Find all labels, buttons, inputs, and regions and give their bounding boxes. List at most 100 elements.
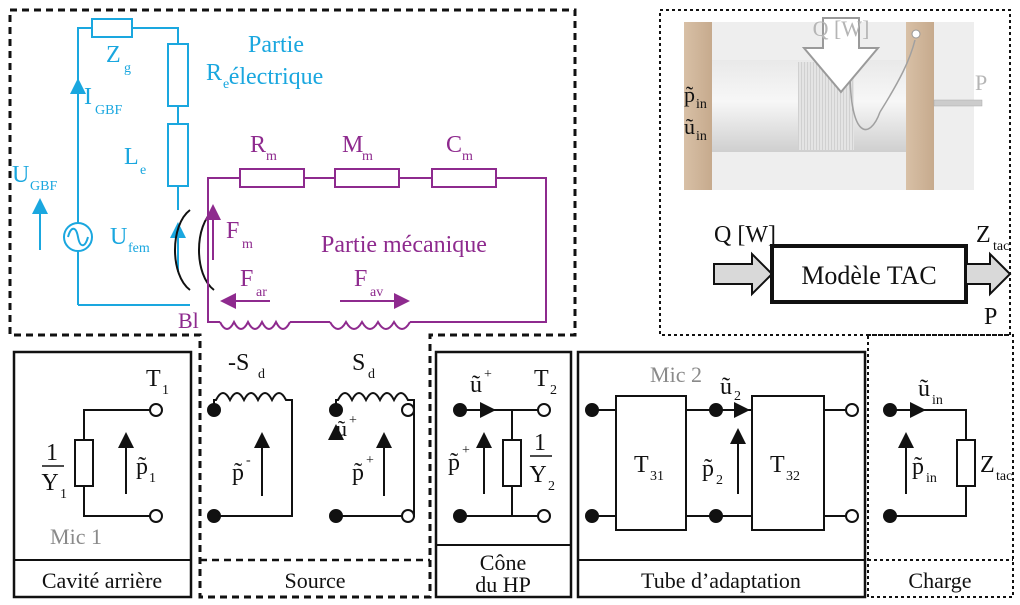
source-u-plus-sup: + <box>349 413 357 428</box>
charge-u: ũ <box>918 376 930 402</box>
charge-frame <box>867 334 1014 598</box>
cone-caption-2: du HP <box>475 572 531 597</box>
cavity-box <box>12 350 193 599</box>
tac-photo <box>684 17 983 190</box>
label-Cm-sub: m <box>462 149 473 164</box>
tube-p-sub: 2 <box>716 473 723 488</box>
tube-circuit <box>585 395 859 531</box>
cone-circuit <box>453 402 551 523</box>
source-circuit <box>207 392 415 523</box>
charge-u-sub: in <box>932 393 943 408</box>
cavity-caption: Cavité arrière <box>42 568 162 593</box>
tac-photo-Q: Q [W] <box>813 16 870 41</box>
cavity-circuit <box>74 403 163 523</box>
mechanical-circuit <box>205 168 547 330</box>
cone-caption-1: Cône <box>480 550 526 575</box>
charge-Z: Z <box>980 452 995 478</box>
cavity-p: p̃ <box>136 454 148 480</box>
tac-photo-u: ũ <box>684 114 695 139</box>
tac-P: P <box>984 304 997 330</box>
source-p-minus: p̃ <box>232 460 244 486</box>
electrical-title: Partie <box>248 32 304 58</box>
tac-photo-P: P <box>975 70 987 95</box>
caption-lines <box>14 544 1013 562</box>
label-Rm-sub: m <box>266 149 277 164</box>
label-I: I <box>84 84 92 110</box>
tac-model <box>713 244 1012 304</box>
cavity-frac-den-sub: 1 <box>60 487 67 502</box>
source-plus-S: S <box>352 350 365 376</box>
cone-u: ũ <box>470 372 482 398</box>
tube-T32: T <box>770 452 785 478</box>
tube-box <box>576 350 867 599</box>
label-Zg-sub: g <box>124 61 131 76</box>
source-caption: Source <box>284 568 345 593</box>
cavity-T: T <box>146 366 161 392</box>
charge-caption: Charge <box>908 568 971 593</box>
label-U: U <box>12 162 29 188</box>
tube-T31: T <box>634 452 649 478</box>
label-Le-sub: e <box>140 163 146 178</box>
cone-p: p̃ <box>448 450 460 476</box>
cone-frac-den-sub: 2 <box>548 479 555 494</box>
label-Ufem-sub: fem <box>128 241 150 256</box>
cone-T-sub: 2 <box>550 383 557 398</box>
generator-symbol <box>63 222 93 252</box>
label-Cm: C <box>446 132 462 158</box>
source-u-plus: ũ <box>336 416 347 441</box>
mechanical-title: Partie mécanique <box>321 232 487 258</box>
charge-p-sub: in <box>926 471 937 486</box>
source-p-plus: p̃ <box>352 460 364 486</box>
source-p-plus-sup: + <box>366 453 374 468</box>
label-Zg: Z <box>106 42 121 68</box>
electrical-circuit <box>32 18 190 306</box>
tac-Z: Z <box>976 222 991 248</box>
label-Le: L <box>124 144 139 170</box>
label-Ufem: U <box>110 224 127 250</box>
label-Re: R <box>206 60 222 86</box>
label-Mm-sub: m <box>362 149 373 164</box>
label-Far: F <box>240 266 253 292</box>
tube-u: ũ <box>720 374 732 400</box>
tac-model-label: Modèle TAC <box>801 261 936 290</box>
label-Fav-sub: av <box>370 285 383 300</box>
label-Fav: F <box>354 266 367 292</box>
tac-photo-p: p̃ <box>684 82 695 107</box>
label-U-sub: GBF <box>30 179 57 194</box>
electrical-title-2: électrique <box>229 64 324 90</box>
tube-p: p̃ <box>702 456 714 482</box>
tube-u-sub: 2 <box>734 389 741 404</box>
tac-Q: Q [W] <box>714 222 776 248</box>
label-Far-sub: ar <box>256 285 267 300</box>
cavity-frac-num: 1 <box>46 440 58 466</box>
cone-box <box>434 350 573 599</box>
charge-p: p̃ <box>912 454 924 480</box>
tube-T31-sub: 31 <box>650 469 664 484</box>
label-Rm: R <box>250 132 266 158</box>
transducer-frame <box>8 8 577 599</box>
source-minus-S-sub: d <box>258 367 265 382</box>
cone-T: T <box>534 366 549 392</box>
cone-u-sup: + <box>484 367 492 382</box>
label-Mm: M <box>342 132 363 158</box>
cone-p-sup: + <box>462 443 470 458</box>
label-Fm: F <box>226 218 239 244</box>
source-plus-S-sub: d <box>368 367 375 382</box>
tac-Z-sub: tac <box>993 239 1009 254</box>
cavity-frac-den: Y <box>41 470 58 496</box>
tac-frame <box>659 9 1011 336</box>
cone-frac-num: 1 <box>534 430 546 456</box>
label-I-sub: GBF <box>95 103 122 118</box>
solid-boxes <box>12 350 867 599</box>
cavity-p-sub: 1 <box>149 471 156 486</box>
cavity-mic: Mic 1 <box>50 524 102 549</box>
tac-photo-u-sub: in <box>696 129 707 144</box>
tac-photo-p-sub: in <box>696 97 707 112</box>
source-p-minus-sup: - <box>246 453 251 468</box>
label-Bl: Bl <box>178 308 199 333</box>
charge-Z-sub: tac <box>996 469 1012 484</box>
source-minus-S: -S <box>228 350 249 376</box>
tube-caption: Tube d’adaptation <box>641 568 801 593</box>
